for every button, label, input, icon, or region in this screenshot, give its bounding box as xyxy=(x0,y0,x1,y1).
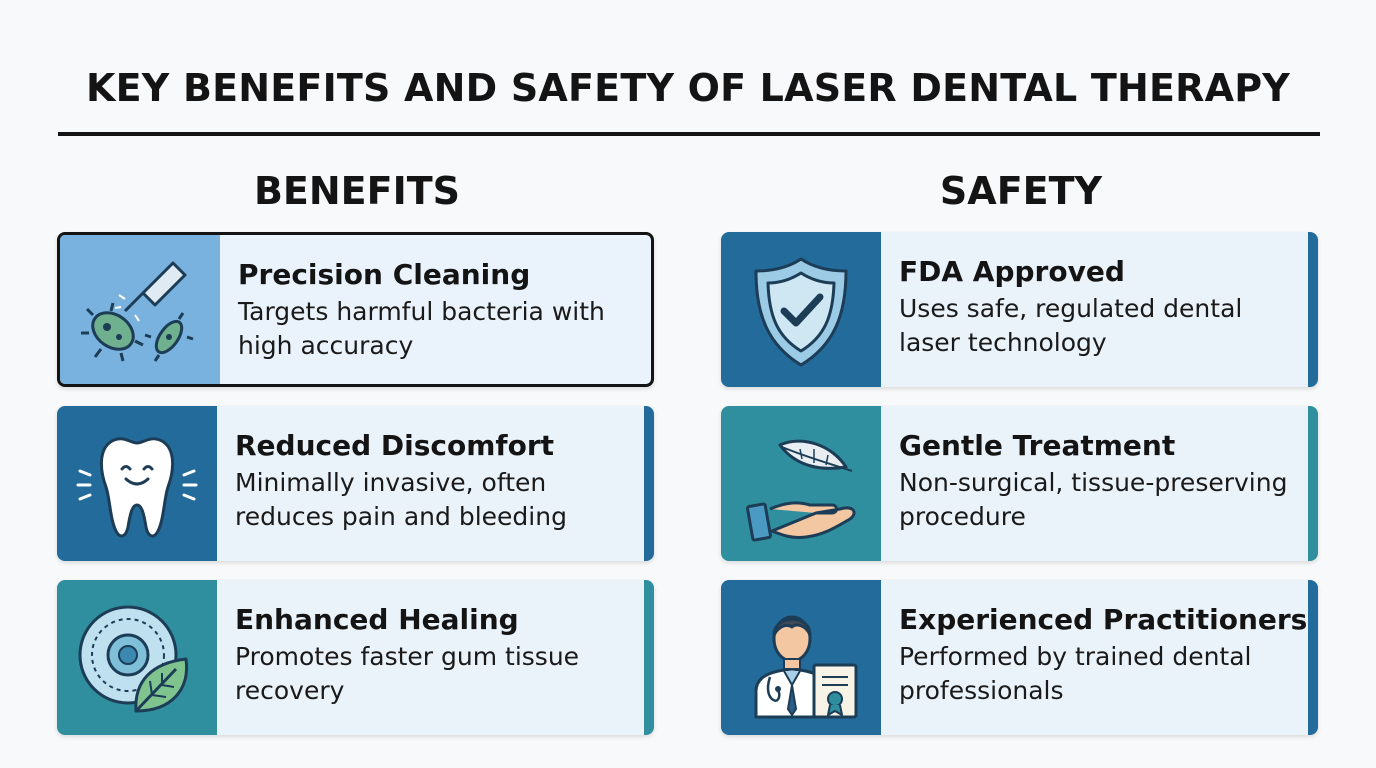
benefits-heading: BENEFITS xyxy=(253,169,461,213)
doctor-certificate-icon xyxy=(721,580,881,735)
card-title: Experienced Practitioners xyxy=(899,603,1308,636)
safety-heading: SAFETY xyxy=(939,169,1103,213)
card-description: Promotes faster gum tissue recovery xyxy=(235,642,580,705)
smiling-tooth-icon xyxy=(57,406,217,561)
card-title: Enhanced Healing xyxy=(235,603,519,636)
cell-leaf-icon xyxy=(57,580,217,735)
card-title: Reduced Discomfort xyxy=(235,429,555,462)
card-description: Uses safe, regulated dental laser techno… xyxy=(899,294,1243,357)
laser-bacteria-icon xyxy=(60,235,220,384)
page-title: KEY BENEFITS AND SAFETY OF LASER DENTAL … xyxy=(86,66,1290,110)
safety-card-gentle-treatment: Gentle Treatment Non-surgical, tissue-pr… xyxy=(721,406,1318,561)
benefit-card-reduced-discomfort: Reduced Discomfort Minimally invasive, o… xyxy=(57,406,654,561)
card-description: Minimally invasive, often reduces pain a… xyxy=(235,468,567,531)
shield-check-icon xyxy=(721,232,881,387)
safety-card-experienced-practitioners: Experienced Practitioners Performed by t… xyxy=(721,580,1318,735)
card-title: Gentle Treatment xyxy=(899,429,1176,462)
title-divider xyxy=(58,132,1320,136)
benefit-card-enhanced-healing: Enhanced Healing Promotes faster gum tis… xyxy=(57,580,654,735)
hand-feather-icon xyxy=(721,406,881,561)
card-title: Precision Cleaning xyxy=(238,258,531,291)
card-description: Targets harmful bacteria with high accur… xyxy=(238,297,605,360)
safety-card-fda-approved: FDA Approved Uses safe, regulated dental… xyxy=(721,232,1318,387)
benefit-card-precision-cleaning: Precision Cleaning Targets harmful bacte… xyxy=(57,232,654,387)
card-description: Non-surgical, tissue-preserving procedur… xyxy=(899,468,1288,531)
card-title: FDA Approved xyxy=(899,255,1125,288)
card-description: Performed by trained dental professional… xyxy=(899,642,1252,705)
